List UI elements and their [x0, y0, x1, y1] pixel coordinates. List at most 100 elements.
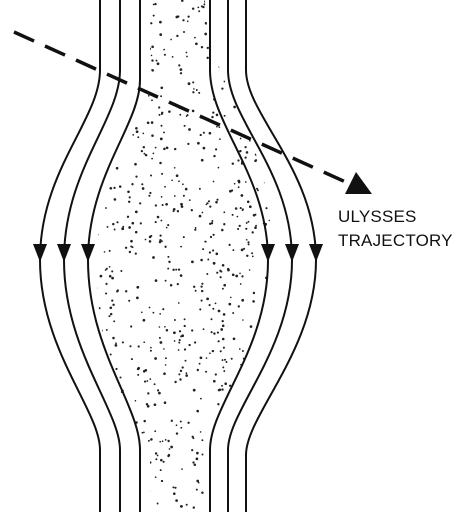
- stipple-dot: [141, 311, 143, 313]
- stipple-dot: [250, 358, 252, 360]
- stipple-dot: [203, 132, 205, 134]
- stipple-dot: [127, 216, 129, 218]
- stipple-dot: [237, 403, 240, 406]
- stipple-dot: [255, 483, 257, 485]
- stipple-dot: [103, 139, 105, 141]
- stipple-dot: [244, 397, 246, 399]
- stipple-dot: [137, 367, 140, 370]
- stipple-dot: [267, 287, 269, 289]
- stipple-dot: [203, 147, 206, 150]
- stipple-dot: [200, 259, 203, 262]
- field-line-right-outer: [246, 0, 316, 512]
- stipple-dot: [277, 457, 280, 460]
- stipple-dot: [128, 201, 130, 203]
- stipple-dot: [200, 431, 202, 433]
- stipple-dot: [247, 201, 250, 204]
- stipple-dot: [180, 335, 182, 337]
- stipple-dot: [273, 375, 276, 378]
- stipple-dot: [268, 459, 270, 461]
- stipple-dot: [260, 59, 262, 61]
- stipple-dot: [160, 469, 162, 471]
- stipple-dot: [182, 19, 184, 21]
- stipple-dot: [233, 106, 236, 109]
- stipple-dot: [230, 9, 233, 12]
- stipple-dot: [113, 388, 115, 390]
- stipple-dot: [164, 186, 166, 188]
- stipple-dot: [213, 181, 215, 183]
- stipple-dot: [149, 307, 151, 309]
- stipple-dot: [248, 243, 250, 245]
- stipple-dot: [110, 354, 112, 356]
- stipple-dot: [189, 199, 191, 201]
- stipple-dot: [216, 272, 218, 274]
- stipple-dot: [181, 205, 184, 208]
- stipple-dot: [218, 340, 220, 342]
- stipple-dot: [92, 257, 94, 259]
- stipple-dot: [91, 0, 93, 2]
- stipple-dot: [217, 332, 219, 334]
- stipple-dot: [220, 458, 222, 460]
- stipple-dot: [162, 204, 164, 206]
- stipple-dot: [194, 341, 196, 343]
- stipple-dot: [125, 494, 127, 496]
- stipple-dot: [136, 286, 139, 289]
- stipple-dot: [205, 371, 207, 373]
- stipple-dot: [111, 472, 113, 474]
- stipple-dot: [180, 274, 183, 277]
- stipple-dot: [131, 440, 133, 442]
- stipple-dot: [144, 493, 146, 495]
- stipple-dot: [252, 72, 254, 74]
- stipple-dot: [234, 183, 236, 185]
- stipple-dot: [225, 485, 227, 487]
- stipple-dot: [249, 8, 251, 10]
- stipple-dot: [229, 190, 232, 193]
- stipple-dot: [209, 304, 211, 306]
- stipple-dot: [240, 283, 242, 285]
- stipple-dot: [110, 138, 113, 141]
- stipple-dot: [151, 134, 154, 137]
- stipple-dot: [243, 443, 245, 445]
- stipple-dot: [135, 211, 138, 214]
- stipple-dot: [244, 146, 246, 148]
- stipple-dot: [163, 49, 165, 51]
- stipple-dot: [206, 8, 208, 10]
- stipple-dot: [104, 141, 106, 143]
- stipple-dot: [113, 187, 115, 189]
- stipple-dot: [260, 339, 263, 342]
- stipple-dot: [183, 195, 185, 197]
- stipple-dot: [265, 329, 267, 331]
- stipple-dot: [218, 66, 220, 68]
- stipple-dot: [201, 283, 203, 285]
- stipple-dot: [106, 435, 108, 437]
- stipple-dot: [178, 180, 180, 182]
- stipple-dot: [178, 268, 180, 270]
- stipple-dot: [122, 72, 124, 74]
- stipple-dot: [179, 114, 181, 116]
- stipple-dot: [254, 40, 257, 43]
- arrow-down-icon: [285, 244, 299, 262]
- stipple-dot: [110, 18, 112, 20]
- stipple-dot: [219, 138, 221, 140]
- stipple-dot: [109, 187, 112, 190]
- stipple-dot: [129, 483, 131, 485]
- stipple-dot: [222, 485, 225, 488]
- stipple-dot: [90, 385, 92, 387]
- stipple-dot: [277, 215, 280, 218]
- stipple-dot: [269, 421, 271, 423]
- stipple-dot: [237, 228, 239, 230]
- stipple-dot: [250, 325, 253, 328]
- stipple-dot: [254, 457, 256, 459]
- stipple-dot: [177, 283, 179, 285]
- stipple-dot: [171, 179, 173, 181]
- stipple-dot: [115, 344, 118, 347]
- stipple-dot: [135, 127, 138, 130]
- stipple-dot: [249, 205, 252, 208]
- stipple-dot: [159, 33, 162, 36]
- stipple-dot: [240, 207, 242, 209]
- stipple-dot: [228, 303, 231, 306]
- stipple-dot: [272, 299, 274, 301]
- stipple-dot: [151, 158, 153, 160]
- stipple-dot: [239, 225, 241, 227]
- stipple-dot: [143, 465, 146, 468]
